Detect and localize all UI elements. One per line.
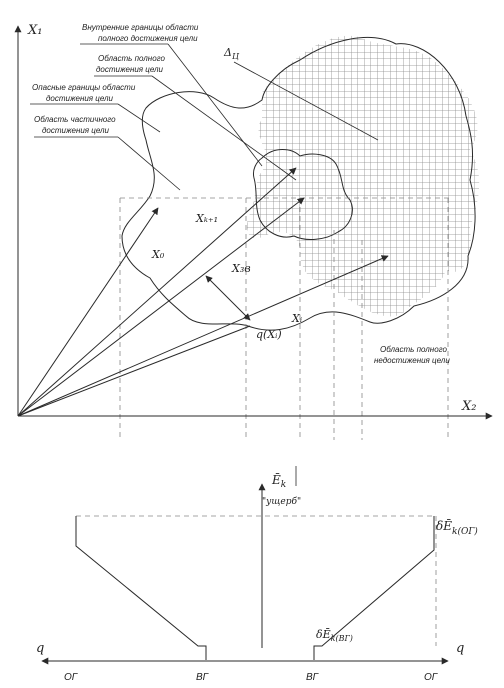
vector-xk1	[17, 167, 297, 417]
full-achievement-label: Область полного достижения цели	[96, 54, 165, 74]
svg-text:δĒk(ВГ): δĒk(ВГ)	[316, 628, 353, 643]
svg-text:достижения цели: достижения цели	[42, 126, 110, 135]
svg-text:Область частичного: Область частичного	[34, 115, 116, 124]
vg-tick-right: ВГ	[306, 672, 320, 683]
inner-bounds-label: Внутренние границы области полного дости…	[82, 23, 199, 43]
xk1-label: Xₖ₊₁	[195, 212, 218, 225]
state-vectors	[17, 167, 389, 417]
svg-text:достижения цели: достижения цели	[96, 65, 164, 74]
svg-text:δĒk(ОГ): δĒk(ОГ)	[436, 518, 478, 537]
svg-text:Внутренние границы области: Внутренние границы области	[82, 23, 199, 32]
partial-achievement-boundary	[121, 37, 476, 331]
leader-lines	[30, 43, 379, 191]
inner-full-achievement-boundary	[253, 149, 353, 240]
ek-label: Ēk	[271, 472, 286, 490]
svg-text:Опасные границы области: Опасные границы области	[32, 83, 136, 92]
delta-ek-vg-label: δĒk(ВГ)	[316, 628, 353, 643]
danger-bounds-label: Опасные границы области достижения цели	[32, 83, 136, 103]
vg-tick-left: ВГ	[196, 672, 210, 683]
svg-text:Область полного: Область полного	[98, 54, 165, 63]
xzr-distance-arrow	[205, 275, 251, 321]
damage-label: "ущерб"	[262, 496, 301, 507]
svg-text:полного достижения цели: полного достижения цели	[98, 34, 198, 43]
vector-xi	[17, 255, 389, 417]
x2-axis-label: X₂	[461, 399, 476, 414]
q-label-right: q	[456, 641, 464, 656]
svg-text:ΔЦ: ΔЦ	[223, 46, 240, 61]
x0-label: X₀	[151, 248, 165, 261]
xi-label: Xᵢ	[291, 312, 302, 325]
x1-axis-label: X₁	[27, 23, 42, 38]
dashed-guides	[119, 197, 450, 440]
damage-curve-left	[75, 516, 207, 660]
damage-curve-right	[313, 516, 435, 660]
xzr-label: X₃в	[231, 262, 251, 275]
full-achievement-grid	[246, 35, 480, 317]
svg-text:достижения цели: достижения цели	[46, 94, 114, 103]
vector-to-boundary	[17, 197, 305, 417]
qxi-label: q(Xᵢ)	[256, 328, 282, 341]
partial-achievement-label: Область частичного достижения цели	[34, 115, 116, 135]
svg-text:Область полного: Область полного	[380, 345, 447, 354]
svg-text:Ēk: Ēk	[271, 472, 286, 490]
full-non-achievement-label: Область полного недостижения цели	[374, 345, 450, 365]
og-tick-right: ОГ	[424, 672, 439, 683]
og-tick-left: ОГ	[64, 672, 79, 683]
vector-x0	[17, 207, 159, 417]
vector-lower	[17, 325, 251, 417]
svg-text:недостижения цели: недостижения цели	[374, 356, 450, 365]
q-label-left: q	[36, 641, 44, 656]
delta-label: ΔЦ	[223, 46, 240, 61]
delta-ek-og-label: δĒk(ОГ)	[436, 518, 478, 537]
